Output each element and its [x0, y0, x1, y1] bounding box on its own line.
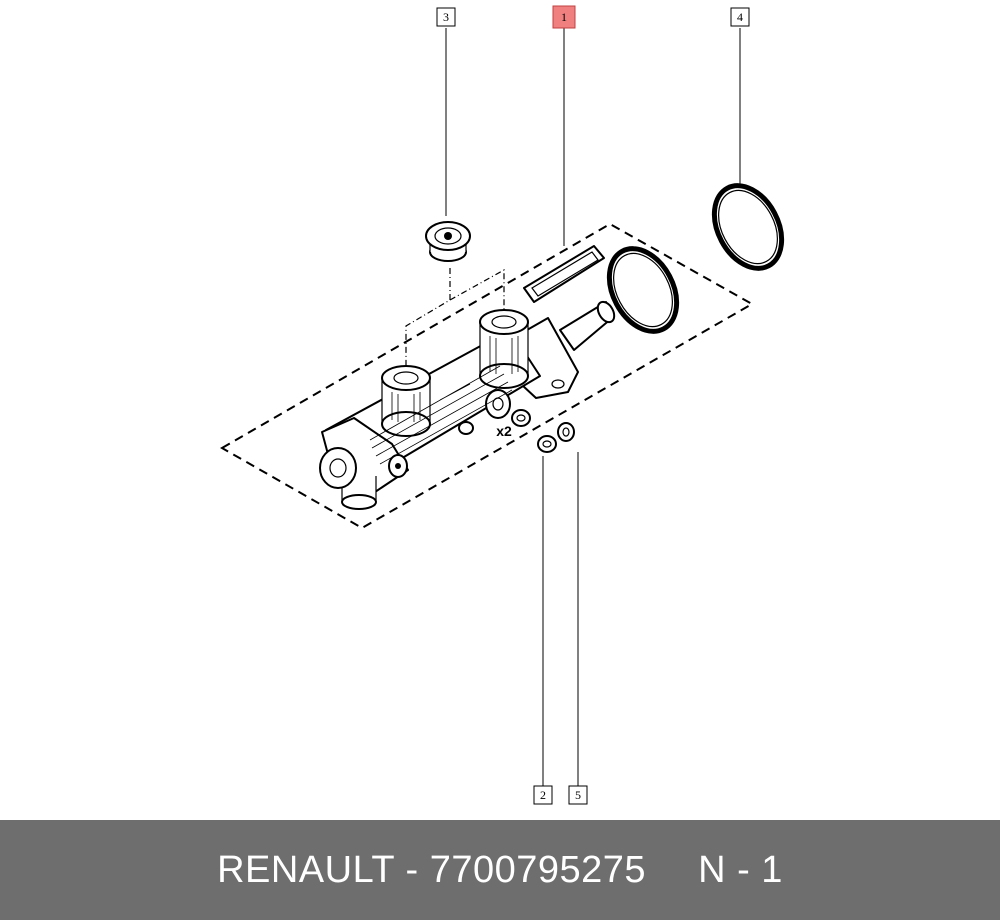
- svg-text:1: 1: [561, 10, 567, 24]
- reservoir-grommet: [425, 221, 471, 262]
- footer-bar: RENAULT - 7700795275 N - 1: [0, 820, 1000, 920]
- svg-text:5: 5: [575, 788, 581, 802]
- large-seal-ring: [711, 183, 785, 271]
- rectangular-seal: [523, 245, 605, 303]
- callout-5[interactable]: 5: [568, 785, 588, 805]
- callout-1[interactable]: 1: [552, 5, 576, 29]
- brand-name: RENAULT: [217, 848, 395, 891]
- svg-text:4: 4: [737, 10, 743, 24]
- quantity-note: x2: [496, 423, 512, 439]
- callout-4[interactable]: 4: [730, 7, 750, 27]
- svg-text:2: 2: [540, 788, 546, 802]
- position-code: N - 1: [698, 848, 783, 891]
- svg-text:3: 3: [443, 10, 449, 24]
- footer-label: RENAULT - 7700795275 N - 1: [217, 849, 783, 892]
- kit-nut: [511, 409, 531, 427]
- assembly-boundary: [219, 222, 755, 530]
- kit-seal-ring: [606, 246, 680, 334]
- brand-separator: -: [394, 848, 430, 891]
- reservoir-connection-lines: [405, 268, 505, 372]
- master-cylinder-body: [319, 300, 616, 510]
- parts-diagram: x2 1 3 4 2 5: [219, 5, 785, 805]
- callout-3[interactable]: 3: [436, 7, 456, 27]
- washer-part-5: [557, 422, 575, 442]
- callout-2[interactable]: 2: [533, 785, 553, 805]
- nut-part-2: [537, 435, 557, 453]
- part-number: 7700795275: [429, 848, 647, 891]
